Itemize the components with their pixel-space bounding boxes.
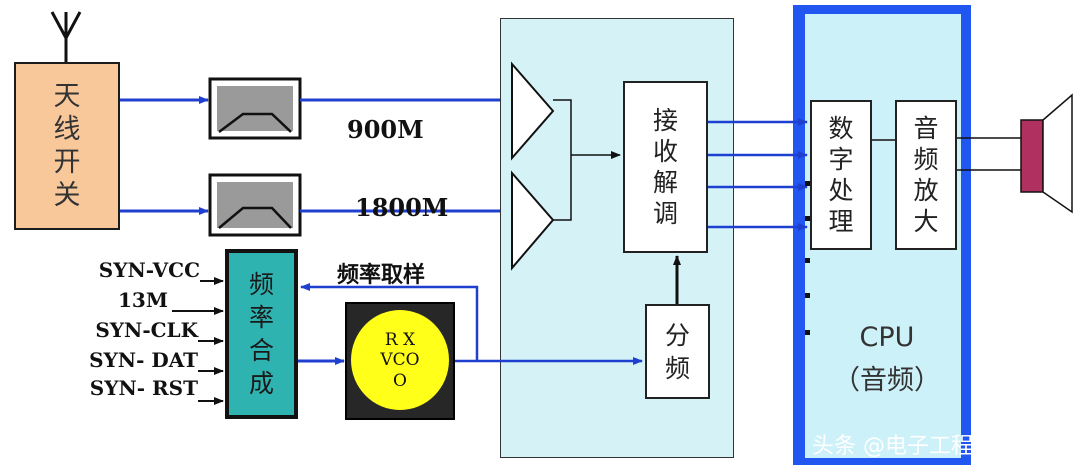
rx-vco-box: R X VCO O (345, 302, 455, 420)
speaker-icon (1020, 93, 1073, 214)
vco-line-3: O (393, 370, 407, 391)
band-900-label: 900M (347, 115, 424, 144)
filter-900-icon (208, 77, 302, 140)
watermark: 头条 @电子工程世界 (812, 434, 1017, 459)
frequency-sample-label: 频率取样 (337, 263, 426, 288)
synth-input-label: SYN- DAT (89, 348, 198, 372)
dsp-char: 处 (828, 176, 854, 205)
band-1800-label: 1800M (355, 193, 449, 222)
filter-1800-icon (208, 173, 302, 237)
demod-char: 调 (652, 199, 678, 228)
divider-char: 分 (664, 320, 690, 350)
vco-circle: R X VCO O (351, 310, 449, 410)
amp-char: 大 (913, 207, 939, 236)
synth-char: 率 (248, 303, 274, 332)
cpu-pin-marks (805, 181, 810, 335)
dsp-char: 字 (828, 145, 854, 174)
dsp-char: 理 (828, 207, 854, 236)
dsp-char: 数 (828, 114, 854, 143)
cpu-subtitle: （音频） (833, 365, 941, 396)
divider-char: 频 (664, 353, 690, 383)
cpu-title: CPU (859, 322, 915, 353)
synth-input-label: SYN- RST (89, 376, 198, 400)
antenna-switch-char: 线 (53, 114, 81, 145)
demod-to-dsp-arrows (708, 118, 808, 231)
lna-combiner-lines (553, 99, 572, 221)
antenna-icon (50, 11, 82, 62)
synth-input-label: 13M (118, 288, 168, 312)
vco-line-1: R X (384, 330, 416, 350)
lna-900-icon (511, 61, 555, 161)
demod-char: 解 (652, 168, 678, 197)
synth-char: 合 (248, 336, 274, 365)
digital-processing-box: 数 字 处 理 (810, 100, 872, 250)
amp-char: 音 (913, 114, 939, 143)
antenna-switch-box: 天 线 开 关 (14, 62, 120, 230)
frequency-divider-box: 分 频 (645, 304, 710, 399)
frequency-sample-loop (300, 283, 479, 361)
frequency-synthesizer-box: 频 率 合 成 (225, 249, 298, 419)
synth-input-label: SYN-CLK (95, 318, 198, 342)
antenna-switch-char: 关 (53, 180, 81, 211)
synth-char: 频 (248, 270, 274, 299)
demodulator-box: 接 收 解 调 (623, 81, 708, 253)
synth-input-arrows (172, 277, 224, 405)
vco-line-2: VCO (380, 350, 420, 371)
synth-input-label: SYN-VCC (98, 258, 200, 282)
demod-char: 接 (652, 106, 678, 135)
amp-char: 放 (913, 176, 939, 205)
synth-char: 成 (248, 369, 274, 398)
demod-char: 收 (652, 137, 678, 166)
antenna-switch-char: 开 (53, 147, 81, 178)
audio-amplifier-box: 音 频 放 大 (895, 100, 957, 250)
lna-1800-icon (511, 170, 555, 271)
amp-to-speaker-lines (957, 137, 1022, 171)
antenna-switch-char: 天 (53, 81, 81, 112)
amp-char: 频 (913, 145, 939, 174)
